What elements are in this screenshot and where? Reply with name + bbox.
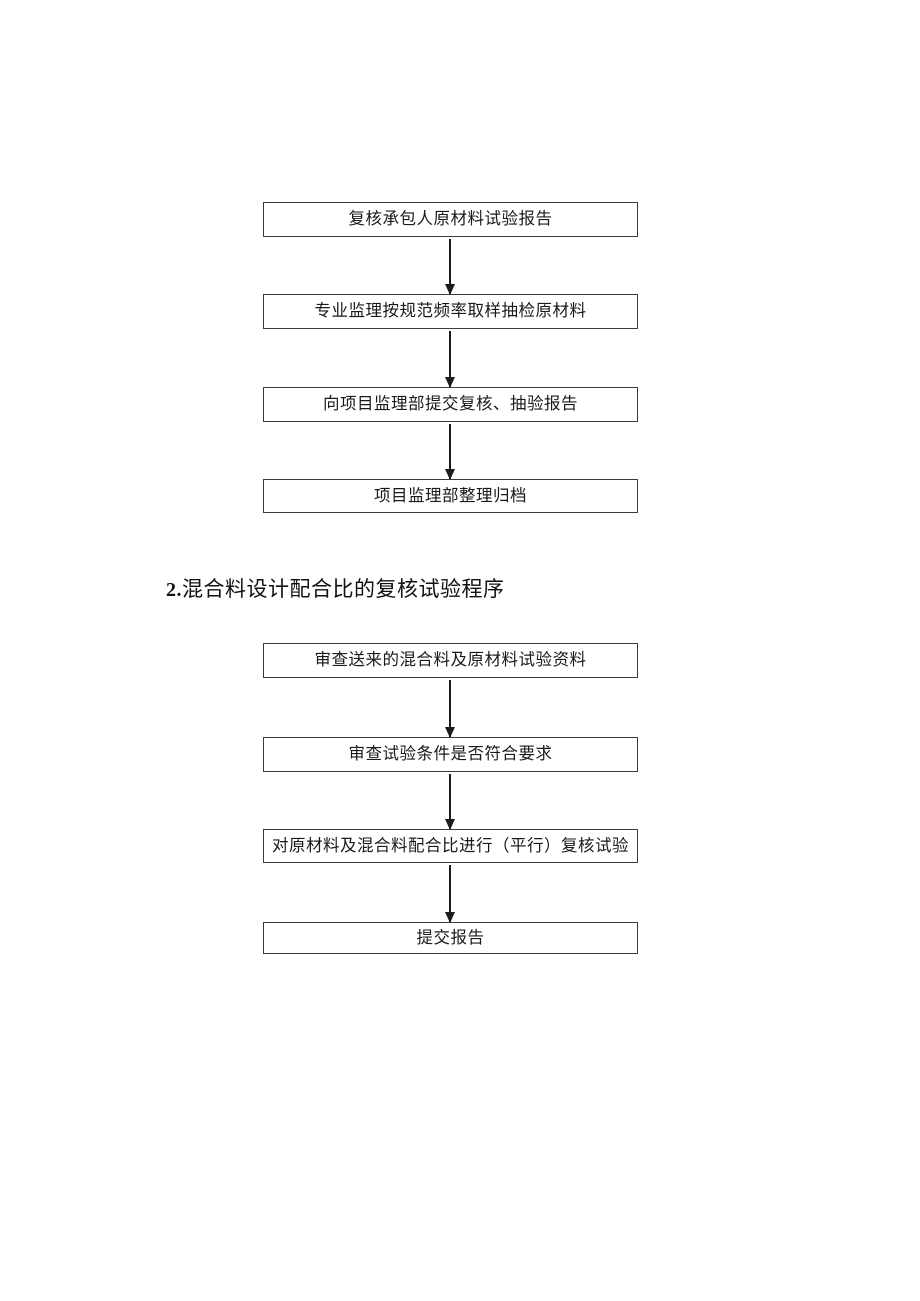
flow-step-label: 项目监理部整理归档 xyxy=(374,485,527,505)
flow-step-box: 向项目监理部提交复核、抽验报告 xyxy=(263,387,638,422)
flow-step-label: 向项目监理部提交复核、抽验报告 xyxy=(323,394,578,414)
flow-arrow-down-icon xyxy=(445,680,455,738)
flow-step-box: 审查送来的混合料及原材料试验资料 xyxy=(263,643,638,678)
flow-step-label: 审查送来的混合料及原材料试验资料 xyxy=(314,650,587,670)
flow-arrow-down-icon xyxy=(445,865,455,923)
flow-arrow-down-icon xyxy=(445,424,455,480)
flow-step-label: 复核承包人原材料试验报告 xyxy=(348,209,553,229)
flow-step-box: 项目监理部整理归档 xyxy=(263,479,638,513)
flow-step-box: 对原材料及混合料配合比进行（平行）复核试验 xyxy=(263,829,638,863)
flow-step-label: 专业监理按规范频率取样抽检原材料 xyxy=(314,301,587,321)
flow-step-box: 复核承包人原材料试验报告 xyxy=(263,202,638,237)
flow-arrow-down-icon xyxy=(445,774,455,830)
flow-arrow-down-icon xyxy=(445,239,455,295)
flow-step-label: 提交报告 xyxy=(416,927,485,947)
flow-step-box: 专业监理按规范频率取样抽检原材料 xyxy=(263,294,638,329)
flow-step-label: 对原材料及混合料配合比进行（平行）复核试验 xyxy=(272,835,629,855)
section-heading-title: 混合料设计配合比的复核试验程序 xyxy=(182,577,505,601)
section-heading-number: 2. xyxy=(166,579,182,601)
flow-arrow-down-icon xyxy=(445,331,455,388)
flow-step-label: 审查试验条件是否符合要求 xyxy=(348,744,553,764)
flow-step-box: 审查试验条件是否符合要求 xyxy=(263,737,638,772)
flow-step-box: 提交报告 xyxy=(263,922,638,954)
section-heading: 2.混合料设计配合比的复核试验程序 xyxy=(166,573,505,603)
